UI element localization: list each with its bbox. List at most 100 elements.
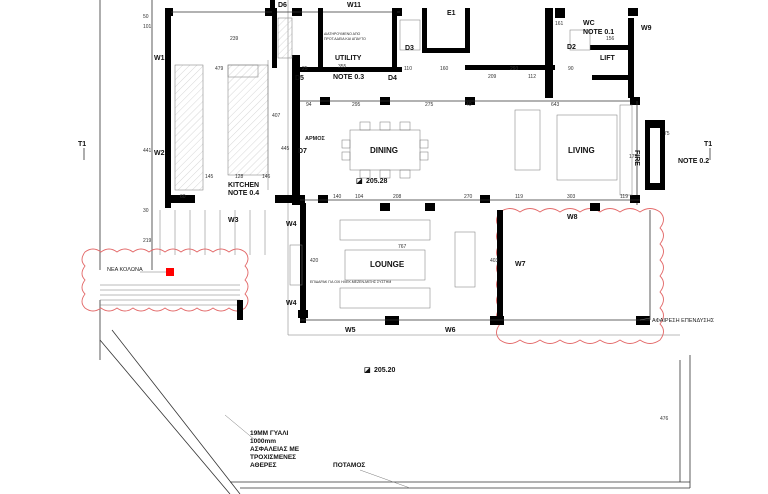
annotation-new-column: ΝΕΑ ΚΟΛΩΝΑ [107,267,143,273]
deck-slats [100,210,266,306]
level-interior: 205.28 [366,178,388,185]
dim-label: 128 [235,174,244,180]
tag-d3: D3 [405,45,414,52]
dim-label: 50 [143,14,149,20]
room-label-utility: UTILITY [335,55,362,62]
tag-w9: W9 [641,25,652,32]
revision-cloud-left [81,248,249,312]
tag-w1: W1 [154,55,165,62]
dining-table [341,121,429,179]
dim-label: 208 [393,194,402,200]
annotation-glass-2: 1000mm [250,438,276,445]
dim-label: 445 [281,146,290,152]
dim-label: 441 [143,148,152,154]
dim-label: 30 [143,208,149,214]
lounge-furniture [289,219,476,309]
room-label-e1: E1 [447,10,456,17]
annotation-river: ΠΟΤΑΜΟΣ [333,462,365,469]
annotation-glass-4: ΤΡΟΧΙΣΜΕΝΕΣ [250,454,296,461]
dim-label: 161 [555,21,564,27]
dim-label: 90 [568,66,574,72]
dim-label: 156 [606,36,615,42]
room-note-fire: NOTE 0.2 [678,158,709,165]
room-label-lift: LIFT [600,55,615,62]
room-label-fire: FIRE [633,150,640,166]
new-column-marker [166,268,174,276]
dim-label: 25 [302,66,308,72]
room-label-living: LIVING [568,146,595,155]
level-terrace: 205.20 [374,367,396,374]
dim-label: 75 [664,131,670,137]
dim-label: 420 [310,258,319,264]
dim-label: 101 [143,24,152,30]
dim-label: 175 [629,154,638,160]
dim-label: 303 [567,194,576,200]
annotation-utility-small-1: ΔΙΑΤΗΡΟΥΜΕΝΟ ΑΠΟ [324,32,360,36]
room-label-lounge: LOUNGE [370,260,405,269]
section-t1-right: T1 [704,141,712,148]
level-interior-icon: ◪ [356,178,363,185]
tag-w6: W6 [445,327,456,334]
dim-label: 160 [440,66,449,72]
annotation-glass-1: 19MM ΓΥΑΛΙ [250,430,289,437]
kitchen-island [227,64,269,176]
room-note-kitchen: NOTE 0.4 [228,190,259,197]
dim-label: 407 [272,113,281,119]
tag-w4-top: W4 [286,221,297,228]
dim-label: 403 [490,258,499,264]
section-t1-left: T1 [78,141,86,148]
dim-label: 209 [488,74,497,80]
tag-w5: W5 [345,327,356,334]
annotation-utility-small-2: ΠΡΟΤ.ΑΔΕΙΑ ΚΑΙ ΑΠΑΥΤΟ [324,37,366,41]
dim-label: 355 [338,64,347,70]
dim-label: 479 [215,66,224,72]
dim-label: 110 [404,66,412,72]
dim-label: 60 [180,194,186,200]
dimension-labels: 479 128 145 146 355 295 275 643 209 112 … [143,14,670,422]
level-terrace-icon: ◪ [364,367,371,374]
dim-label: 643 [551,102,560,108]
dim-label: 239 [230,36,239,42]
annotation-armos: ΑΡΜΟΣ [305,136,326,142]
dim-label: 295 [352,102,361,108]
kitchen-sink [227,64,259,78]
tag-d5: D5 [295,75,304,82]
annotation-remove-cladding: ΑΦΑΙΡΕΣΗ ΕΠΕΝΔΥΣΗΣ [652,318,715,324]
dim-label: 145 [205,174,214,180]
room-label-dining: DINING [370,146,398,155]
tag-w11: W11 [347,2,361,9]
stair-hatch [277,17,293,59]
dim-label: 275 [425,102,434,108]
dim-label: 767 [398,244,407,250]
tag-d2: D2 [567,44,576,51]
dim-label: 270 [464,194,473,200]
kitchen-counter-left [174,64,204,191]
dim-label: 140 [333,194,342,200]
annotation-glass-5: ΑΘΕΡΕΣ [250,462,277,469]
dim-label: 94 [306,102,312,108]
annotation-lounge-small: ΕΠΙΔΑΡΑΚ ΓΙΑ ΟΧΙ ΗΛΕΚ.ΜΕΖΕΝ-ΜΙΞΗΣ ΣΥΣΤΗΜ [310,280,391,284]
room-label-wc: WC [583,20,595,27]
tag-w2: W2 [154,150,165,157]
dim-label: 219 [143,238,152,244]
tag-w4-bottom: W4 [286,300,297,307]
room-note-utility: NOTE 0.3 [333,74,364,81]
dim-label: 104 [355,194,364,200]
walls [165,0,665,325]
dim-label: 119 [620,194,628,200]
annotation-glass-3: ΑΣΦΑΛΕΙΑΣ ΜΕ [250,446,300,453]
tag-w7: W7 [515,261,526,268]
room-label-kitchen: KITCHEN [228,182,259,189]
tag-w3: W3 [228,217,239,224]
room-note-wc: NOTE 0.1 [583,29,614,36]
tag-w8: W8 [567,214,578,221]
dim-label: 293 [510,66,519,72]
tag-d6: D6 [278,2,287,9]
dim-label: 146 [262,174,271,180]
dim-label: 40 [466,102,472,108]
tag-d4: D4 [388,75,397,82]
tag-d7: D7 [298,148,307,155]
dim-label: 476 [660,416,669,422]
